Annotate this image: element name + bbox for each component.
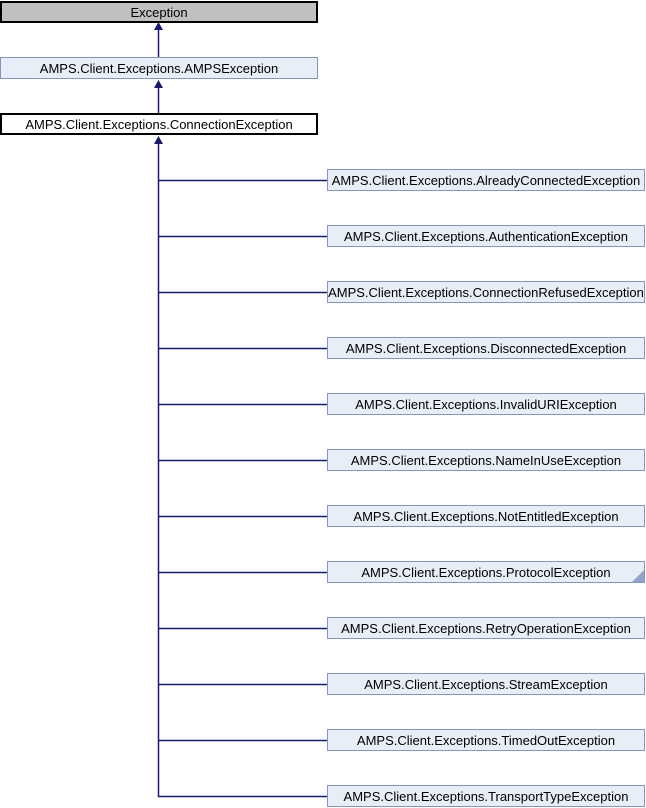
class-label: AMPS.Client.Exceptions.RetryOperationExc…	[341, 620, 631, 636]
class-label: AMPS.Client.Exceptions.ConnectionRefused…	[328, 284, 644, 300]
derived-class-box-invaliduri[interactable]: AMPS.Client.Exceptions.InvalidURIExcepti…	[327, 393, 645, 415]
class-label: AMPS.Client.Exceptions.StreamException	[364, 676, 608, 692]
class-label: Exception	[130, 4, 188, 20]
class-label: AMPS.Client.Exceptions.AuthenticationExc…	[344, 228, 628, 244]
class-label: AMPS.Client.Exceptions.AMPSException	[39, 60, 279, 76]
class-box-ampsexception[interactable]: AMPS.Client.Exceptions.AMPSException	[0, 57, 318, 79]
derived-class-box-disconnected[interactable]: AMPS.Client.Exceptions.DisconnectedExcep…	[327, 337, 645, 359]
class-box-connectionexception: AMPS.Client.Exceptions.ConnectionExcepti…	[0, 113, 318, 135]
derived-class-box-stream[interactable]: AMPS.Client.Exceptions.StreamException	[327, 673, 645, 695]
derived-class-box-transporttype[interactable]: AMPS.Client.Exceptions.TransportTypeExce…	[327, 785, 645, 807]
class-box-exception: Exception	[0, 1, 318, 23]
class-label: AMPS.Client.Exceptions.TransportTypeExce…	[343, 788, 629, 804]
class-label: AMPS.Client.Exceptions.NotEntitledExcept…	[353, 508, 619, 524]
class-label: AMPS.Client.Exceptions.InvalidURIExcepti…	[355, 396, 617, 412]
derived-class-box-notentitled[interactable]: AMPS.Client.Exceptions.NotEntitledExcept…	[327, 505, 645, 527]
class-label: AMPS.Client.Exceptions.AlreadyConnectedE…	[331, 172, 641, 188]
class-label: AMPS.Client.Exceptions.NameInUseExceptio…	[350, 452, 622, 468]
class-label: AMPS.Client.Exceptions.ProtocolException	[361, 564, 611, 580]
derived-class-box-nameinuse[interactable]: AMPS.Client.Exceptions.NameInUseExceptio…	[327, 449, 645, 471]
derived-class-box-retryoperation[interactable]: AMPS.Client.Exceptions.RetryOperationExc…	[327, 617, 645, 639]
derived-class-box-authentication[interactable]: AMPS.Client.Exceptions.AuthenticationExc…	[327, 225, 645, 247]
derived-class-box-timedout[interactable]: AMPS.Client.Exceptions.TimedOutException	[327, 729, 645, 751]
derived-class-box-connectionrefused[interactable]: AMPS.Client.Exceptions.ConnectionRefused…	[327, 281, 645, 303]
class-label: AMPS.Client.Exceptions.TimedOutException	[356, 732, 616, 748]
truncated-fold-corner-icon	[632, 570, 644, 582]
class-label: AMPS.Client.Exceptions.ConnectionExcepti…	[25, 116, 293, 132]
class-label: AMPS.Client.Exceptions.DisconnectedExcep…	[345, 340, 627, 356]
inheritance-arrowheads	[154, 22, 163, 144]
derived-class-box-protocol[interactable]: AMPS.Client.Exceptions.ProtocolException	[327, 561, 645, 583]
derived-class-box-alreadyconnected[interactable]: AMPS.Client.Exceptions.AlreadyConnectedE…	[327, 169, 645, 191]
